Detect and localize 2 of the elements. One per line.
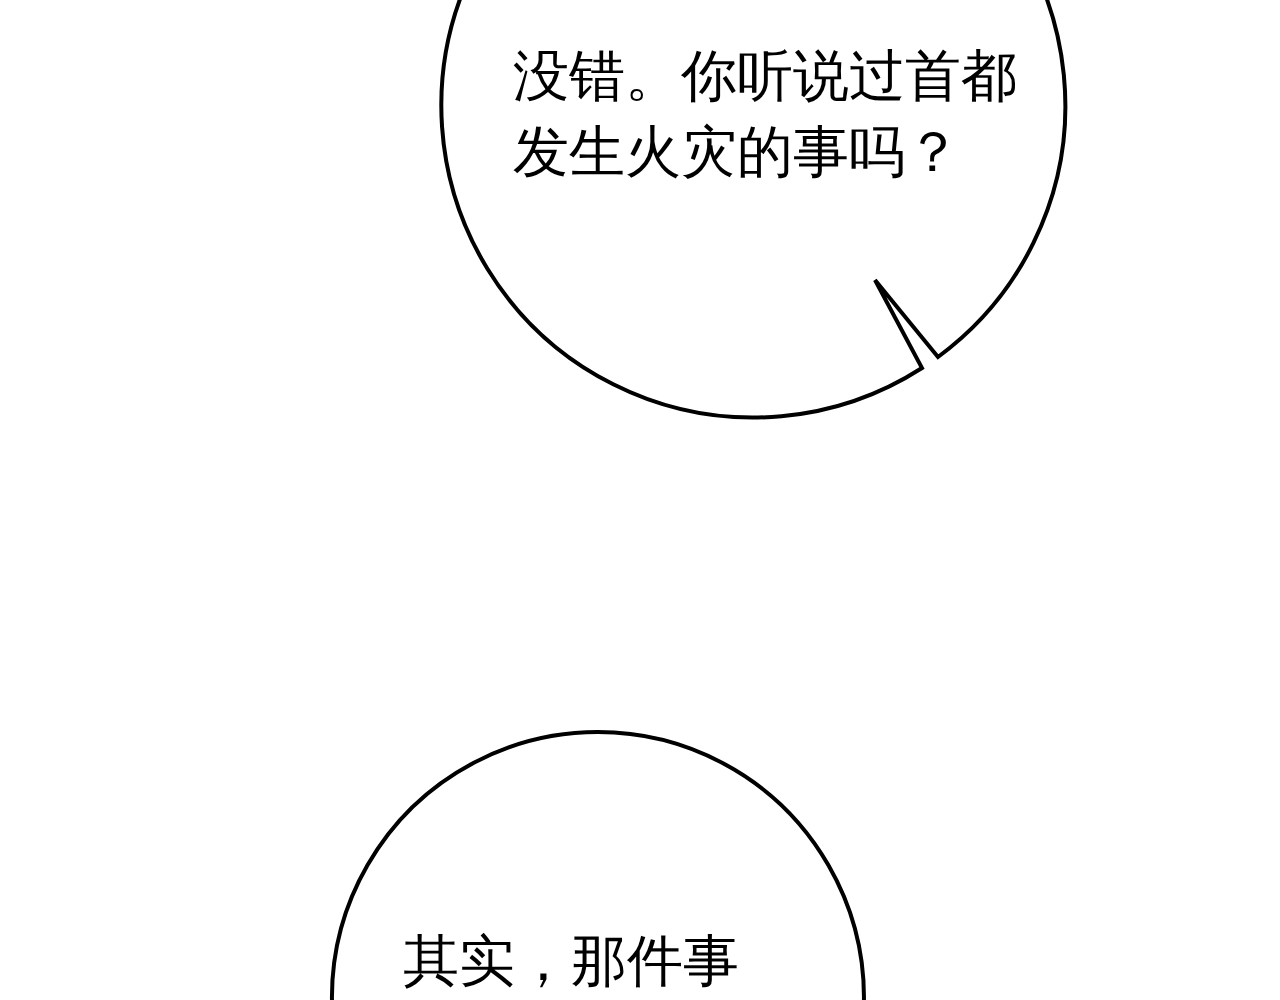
dialogue-text: 没错。你听说过首都发生火灾的事吗？ <box>513 42 1018 186</box>
dialogue-text: 其实，那件事 <box>403 930 740 992</box>
